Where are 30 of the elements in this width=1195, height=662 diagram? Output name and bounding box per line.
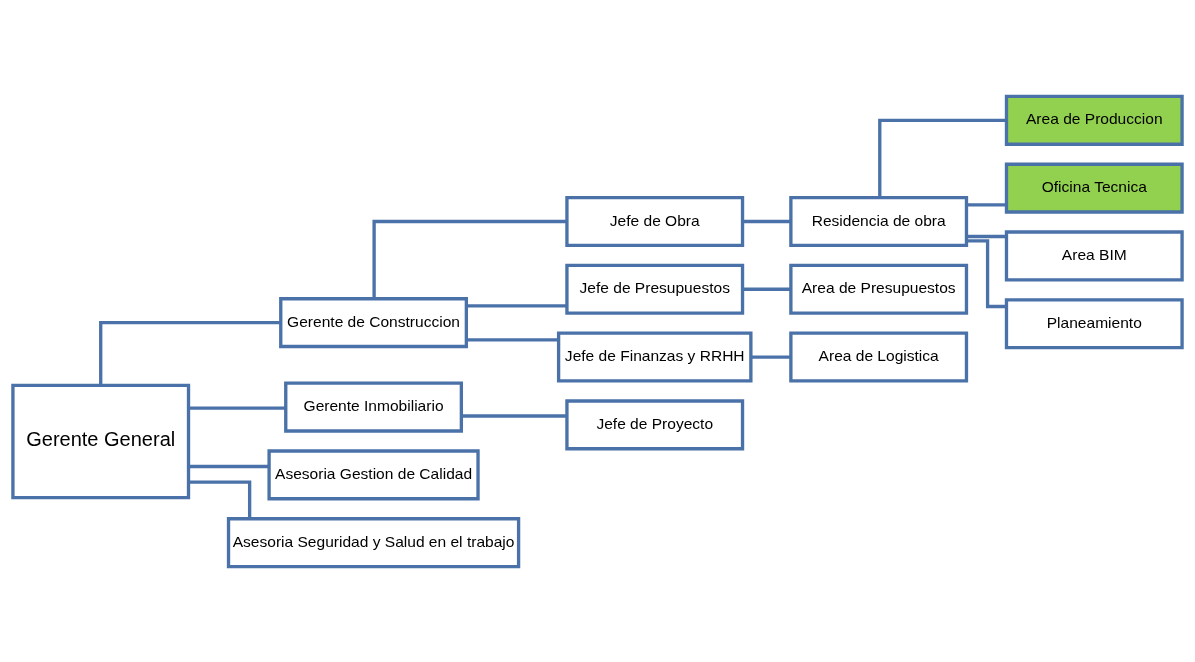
node-box: Area de Produccion: [1004, 94, 1184, 146]
node-box: Area de Logistica: [789, 331, 969, 383]
connector: [742, 287, 791, 291]
node-box: Gerente Inmobiliario: [284, 381, 464, 433]
connector: [188, 464, 269, 468]
connector: [751, 354, 791, 359]
connector: [966, 234, 1007, 238]
connector: [372, 219, 567, 299]
node-box: Gerente General: [11, 383, 191, 499]
connector: [466, 337, 559, 341]
node-box: Planeamiento: [1004, 297, 1184, 349]
node-box: Oficina Tecnica: [1004, 162, 1184, 214]
connector: [188, 479, 252, 519]
connector: [99, 320, 281, 385]
connector: [742, 219, 791, 223]
connector: [188, 406, 286, 410]
connector: [461, 413, 567, 418]
node-box: Jefe de Finanzas y RRHH: [556, 331, 753, 383]
node-box: Jefe de Proyecto: [565, 398, 745, 450]
connector: [878, 118, 1007, 197]
node-box: Gerente de Construccion: [279, 296, 469, 348]
node-box: Residencia de obra: [789, 195, 969, 247]
node-box: Jefe de Presupuestos: [565, 263, 745, 315]
node-box: Area BIM: [1004, 229, 1184, 281]
node-box: Jefe de Obra: [565, 195, 745, 247]
node-box: Area de Presupuestos: [789, 263, 969, 315]
node-box: Asesoria Gestion de Calidad: [267, 448, 480, 500]
node-box: Asesoria Seguridad y Salud en el trabajo: [226, 516, 521, 568]
connector: [466, 303, 567, 308]
connector: [966, 202, 1007, 206]
